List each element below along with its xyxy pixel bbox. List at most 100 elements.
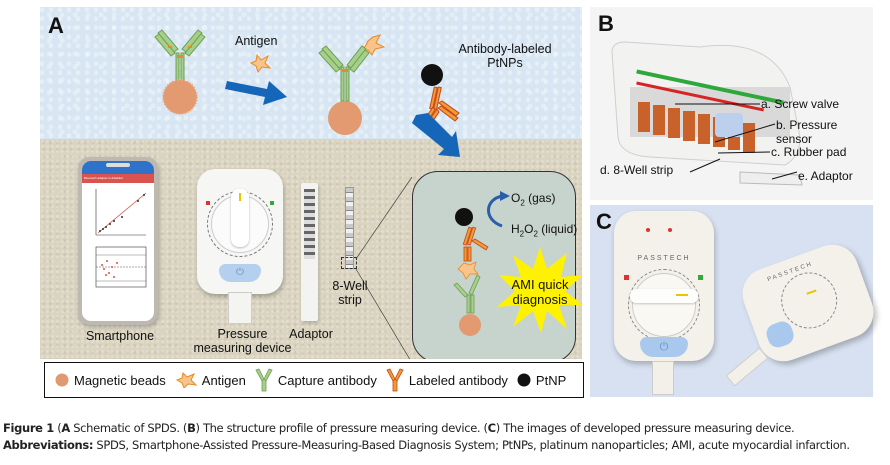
capture-antibody-with-bead-icon xyxy=(154,29,206,115)
figure-caption: Figure 1 (A Schematic of SPDS. (B) The s… xyxy=(0,420,890,454)
caption-letter-b: B xyxy=(187,421,196,435)
magnetic-bead-icon xyxy=(55,373,69,387)
device-dial-knob[interactable] xyxy=(231,189,249,247)
callout-screw-valve: a. Screw valve xyxy=(761,97,840,111)
zoom-lines xyxy=(355,176,413,359)
process-arrow-1-icon xyxy=(225,81,287,105)
caption-text-a: Schematic of SPDS. ( xyxy=(69,421,188,435)
burst-label-line1: AMI quick xyxy=(511,277,569,292)
battery-led xyxy=(668,228,672,232)
power-button[interactable]: ⏻ xyxy=(640,337,688,357)
power-button[interactable] xyxy=(763,318,797,351)
h2o2-sub1: 2 xyxy=(519,229,525,239)
caption-letter-c: C xyxy=(487,421,496,435)
inserted-adaptor-angled xyxy=(725,347,769,387)
ami-quick-diagnosis-label: AMI quick diagnosis xyxy=(508,277,572,307)
legend-item-labeled-antibody: Labeled antibody xyxy=(386,368,508,392)
smartphone-screen: Bluetooth adapter is disabled xyxy=(82,161,154,321)
captured-antigen-complex-icon xyxy=(318,34,386,135)
lock-icon xyxy=(624,275,629,280)
device-cutaway-illustration xyxy=(611,41,803,186)
o2-subscript: 2 xyxy=(520,198,525,208)
h2o2-h: H xyxy=(511,222,520,236)
h2o2-o: O xyxy=(524,222,534,236)
legend: Magnetic beads Antigen Capture antibody … xyxy=(44,362,584,398)
panel-b-structure-profile: B a. Screw valve b. Pressure sensor c. R… xyxy=(590,7,873,200)
reaction-zoom-box xyxy=(412,171,576,359)
abbreviations-text: SPDS, Smartphone-Assisted Pressure-Measu… xyxy=(93,438,850,452)
legend-item-magnetic-beads: Magnetic beads xyxy=(55,373,166,388)
panel-b-letter: B xyxy=(598,11,614,36)
process-arrow-2-icon xyxy=(412,113,460,157)
legend-label: Capture antibody xyxy=(277,372,377,388)
adaptor-wells xyxy=(304,189,315,259)
smartphone-device: Bluetooth adapter is disabled xyxy=(78,157,158,325)
antigen-icon xyxy=(249,53,272,73)
adaptor-label: Adaptor xyxy=(289,327,333,341)
pressure-label-line2: measuring device xyxy=(193,341,292,355)
legend-item-ptnp: PtNP xyxy=(517,373,566,388)
capture-antibody-icon xyxy=(255,368,273,392)
ami-quick-diagnosis-burst-icon xyxy=(497,247,582,333)
callout-eight-well-strip: d. 8-Well strip xyxy=(600,163,674,177)
caption-text-c: ) The images of developed pressure measu… xyxy=(495,421,795,435)
antibody-labeled-ptnps-label: Antibody-labeled PtNPs xyxy=(450,42,560,70)
legend-label: Labeled antibody xyxy=(408,372,508,388)
phone-alert-text: Bluetooth adapter is disabled xyxy=(84,176,123,180)
phone-plots xyxy=(95,189,147,288)
caption-line-1: Figure 1 (A Schematic of SPDS. (B) The s… xyxy=(3,421,795,435)
h2o2-suffix: (liquid) xyxy=(537,222,578,236)
caption-text-b: ) The structure profile of pressure meas… xyxy=(195,421,489,435)
power-led xyxy=(646,228,650,232)
brand-label: PASSTECH xyxy=(637,255,691,262)
legend-label: Magnetic beads xyxy=(74,372,166,388)
h2o2-liquid-label: H2O2 (liquid) xyxy=(511,222,577,241)
lock-icon xyxy=(206,201,210,205)
o2-gas-label: O2 (gas) xyxy=(511,191,555,210)
antigen-label: Antigen xyxy=(235,34,278,48)
phone-app-bar xyxy=(82,161,154,174)
ptnp-icon xyxy=(517,373,531,387)
unlock-icon xyxy=(270,201,274,205)
antibody-labeled-label-line1: Antibody-labeled xyxy=(458,42,552,56)
pressure-device-label: Pressure measuring device xyxy=(185,327,300,355)
power-button[interactable]: ⏻ xyxy=(219,264,261,282)
strip-label-line2: strip xyxy=(338,293,362,307)
legend-item-antigen: Antigen xyxy=(175,372,246,388)
legend-item-capture-antibody: Capture antibody xyxy=(255,368,377,392)
antigen-icon xyxy=(175,372,197,388)
callout-rubber-pad: c. Rubber pad xyxy=(771,145,847,159)
adaptor-device xyxy=(301,183,318,321)
sandwich-immunocomplex-icon xyxy=(453,208,489,336)
unlock-icon xyxy=(698,275,703,280)
panel-c-letter: C xyxy=(596,209,612,234)
phone-alert-banner: Bluetooth adapter is disabled xyxy=(82,174,154,183)
legend-label: PtNP xyxy=(535,372,567,388)
caption-line-2: Abbreviations: SPDS, Smartphone-Assisted… xyxy=(3,437,890,454)
panel-a-letter: A xyxy=(48,13,64,38)
smartphone-label: Smartphone xyxy=(85,329,155,343)
device-front-photo: PASSTECH ⏻ xyxy=(614,211,714,361)
dial-indicator xyxy=(239,193,241,201)
eight-well-strip-label: 8-Well strip xyxy=(330,279,370,307)
pressure-label-line1: Pressure xyxy=(217,327,268,341)
callout-adaptor: e. Adaptor xyxy=(798,169,853,183)
dial-knob[interactable] xyxy=(630,289,698,303)
figure-label: Figure 1 xyxy=(3,421,54,435)
phone-notch xyxy=(106,163,130,167)
labeled-antibody-icon xyxy=(386,368,404,392)
callout-pressure-sensor: b. Pressure sensor xyxy=(776,118,838,146)
inserted-adaptor xyxy=(652,361,674,395)
panel-a-schematic: A Antigen Antibody-labeled PtNPs xyxy=(40,7,582,359)
antibody-labeled-label-line2: PtNPs xyxy=(487,56,523,70)
strip-label-line1: 8-Well xyxy=(332,279,368,293)
inserted-adaptor xyxy=(228,292,252,324)
dial-indicator xyxy=(676,294,688,296)
curved-reaction-arrow-icon xyxy=(487,191,510,228)
caption-letter-a: A xyxy=(61,421,70,435)
panel-a-top-background xyxy=(40,7,582,139)
pressure-measuring-device: ⏻ xyxy=(197,169,283,294)
panel-c-device-photos: C PASSTECH ⏻ PASSTECH xyxy=(590,205,881,397)
legend-label: Antigen xyxy=(201,372,246,388)
strip-zoom-marker xyxy=(341,257,357,269)
